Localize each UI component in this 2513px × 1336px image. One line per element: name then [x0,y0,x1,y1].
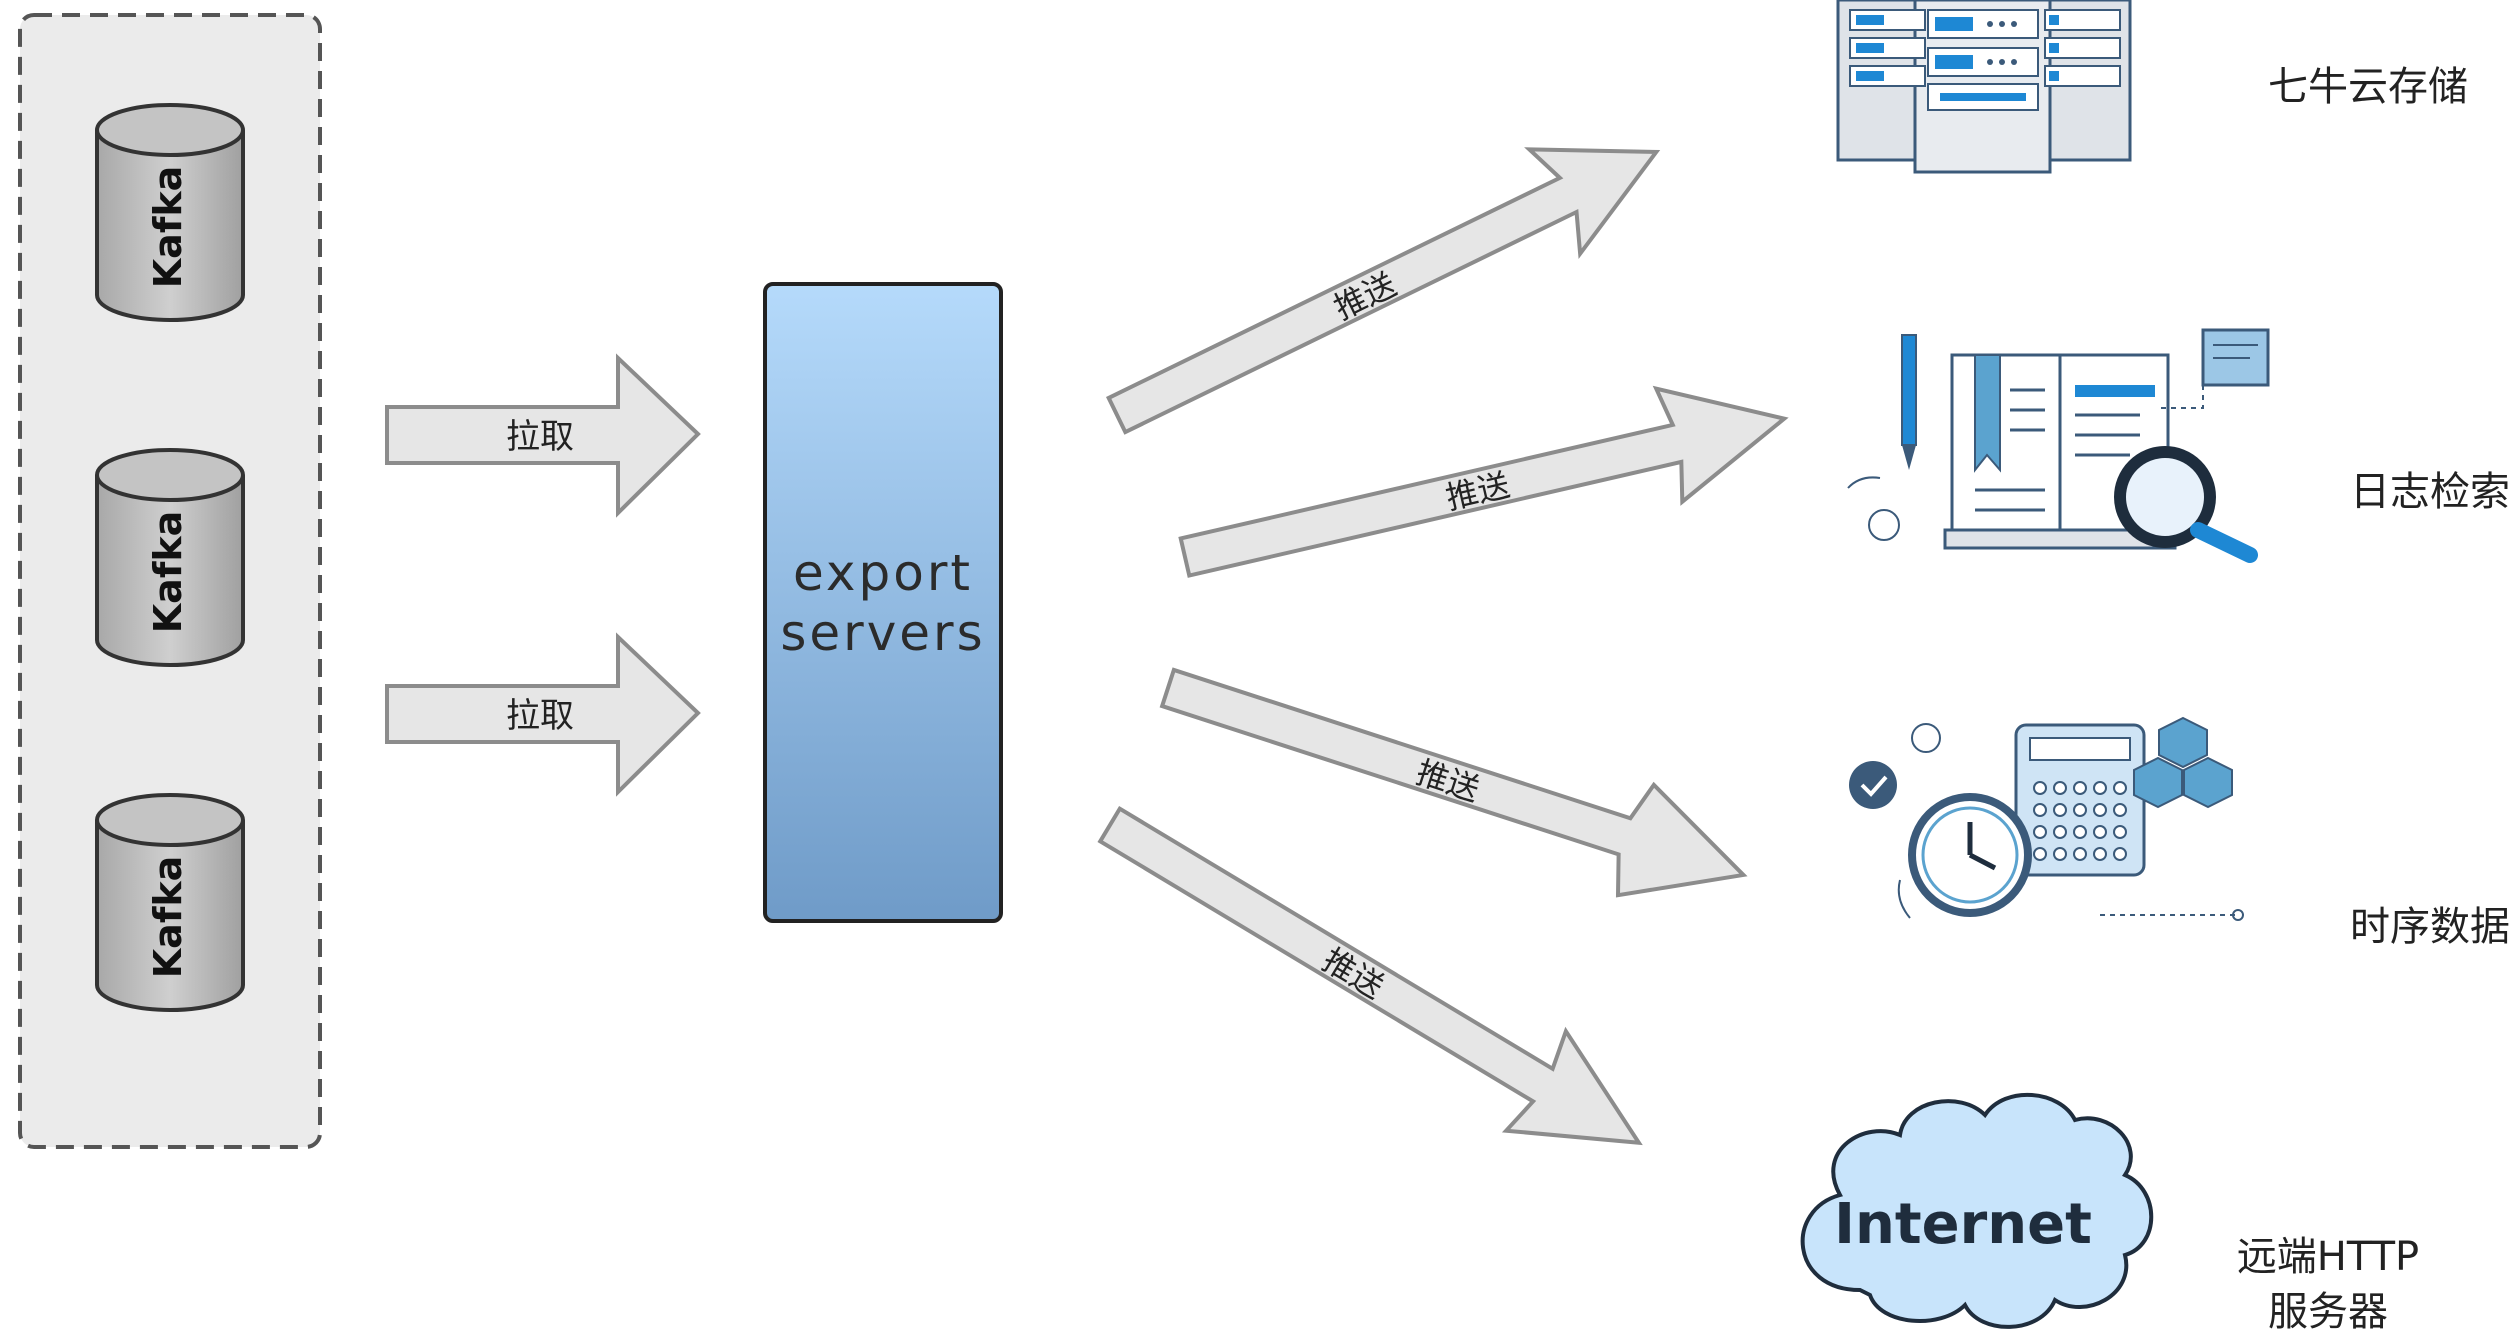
kafka-node-2: Kafka [95,448,245,667]
cloud-icon: Internet [1800,1093,2154,1329]
push-arrow-1: 推送 [1105,147,1661,435]
pull-arrow-1: 拉取 [385,353,701,518]
pull-arrow-label: 拉取 [506,696,574,736]
push-arrow-2: 推送 [1178,385,1789,578]
kafka-node-label: Kafka [146,856,190,979]
destination-label-timeseries: 时序数据 [2350,904,2510,950]
cloud-label: Internet [1834,1192,2092,1257]
export-servers-label-line1: export [793,544,973,602]
clock-calculator-icon [1849,716,2244,921]
pull-arrow-2: 拉取 [385,632,701,797]
server-rack-icon [1836,0,2132,174]
kafka-node-label: Kafka [146,511,190,634]
kafka-node-1: Kafka [95,103,245,322]
book-search-icon [1847,328,2270,563]
push-arrow-4: 推送 [1097,805,1643,1146]
destination-label-log: 日志检索 [2350,469,2510,515]
destination-label-qiniu: 七牛云存储 [2268,64,2468,110]
push-arrow-label: 推送 [1442,466,1513,517]
pull-arrow-label: 拉取 [506,417,574,457]
destination-label-http-line1: 远端HTTP [2237,1234,2419,1280]
export-servers-box: export servers [763,282,1003,923]
kafka-node-label: Kafka [146,166,190,289]
kafka-node-3: Kafka [95,793,245,1012]
export-servers-label-line2: servers [780,604,985,662]
push-arrow-label: 推送 [1412,753,1485,809]
destination-label-http-line2: 服务器 [2268,1289,2388,1335]
